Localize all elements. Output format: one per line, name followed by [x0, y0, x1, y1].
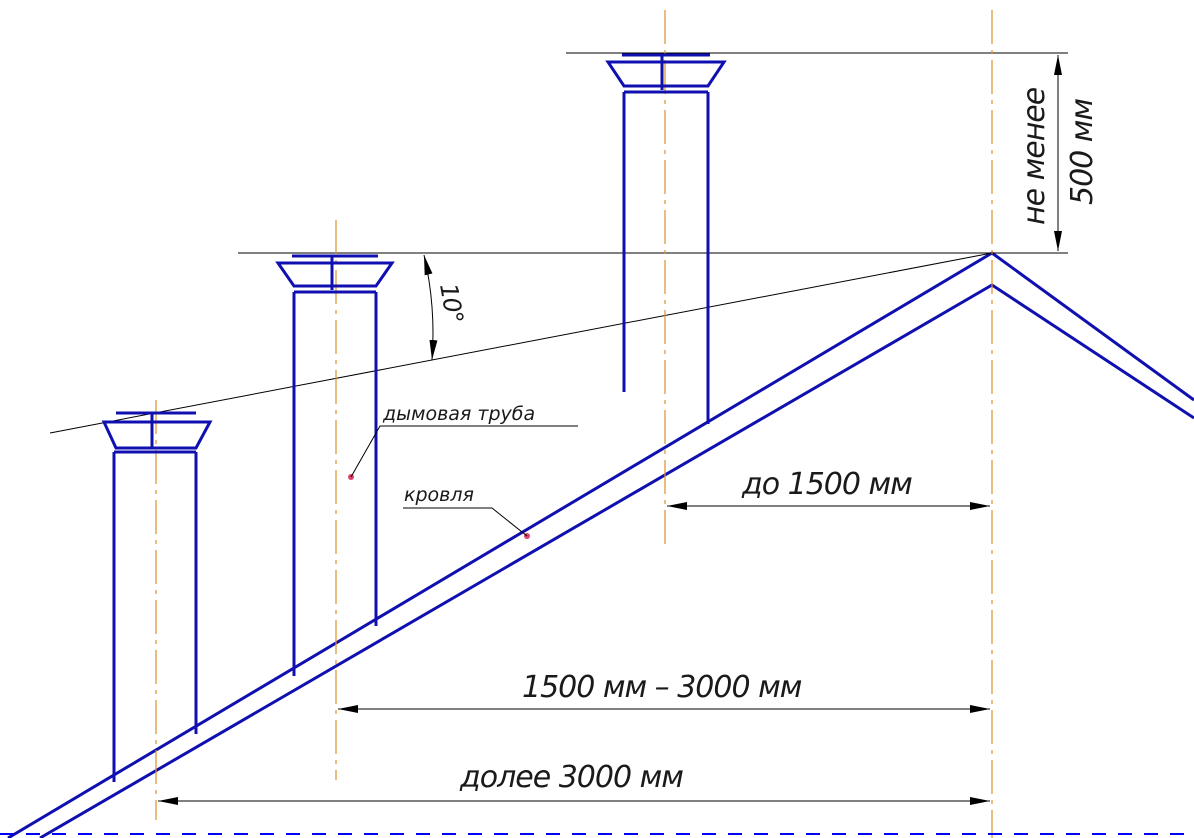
- reference-lines: [49, 52, 1068, 434]
- distance-1500-3000-label: 1500 мм – 3000 мм: [522, 670, 802, 705]
- distance-dimension-1500-3000: 1500 мм – 3000 мм: [338, 670, 990, 713]
- chimney-near-cap: [605, 60, 727, 88]
- distance-3000-label: долее 3000 мм: [459, 760, 683, 795]
- distance-1500-label: до 1500 мм: [741, 467, 912, 502]
- chimney-near: [605, 53, 727, 424]
- chimney-far: [101, 411, 213, 782]
- distance-dimension-3000: долее 3000 мм: [158, 760, 990, 805]
- angle-dimension: 10°: [423, 254, 469, 361]
- chimney-middle-cap: [275, 261, 395, 288]
- chimney-label: дымовая труба: [382, 403, 535, 425]
- angle-arc: [423, 254, 438, 361]
- center-axes: [155, 10, 993, 838]
- roof-inner-line: [39, 283, 1194, 838]
- roof-leader-line: [403, 507, 528, 537]
- height-dimension-label-2: 500 мм: [1065, 99, 1100, 205]
- chimney-leader-line: [350, 425, 578, 478]
- roof-leader: кровля: [403, 484, 530, 539]
- roof: [7, 251, 1194, 838]
- roof-label: кровля: [404, 484, 474, 506]
- height-dimension-label-1: не менее: [1017, 87, 1052, 225]
- chimney-leader: дымовая труба: [348, 403, 578, 480]
- chimney-middle: [275, 254, 395, 676]
- angle-label: 10°: [434, 281, 468, 325]
- distance-dimension-1500: до 1500 мм: [667, 467, 990, 510]
- roof-outer-line: [7, 251, 1194, 838]
- ten-degree-line: [49, 252, 993, 434]
- height-dimension: не менее 500 мм: [1017, 55, 1100, 251]
- chimney-far-cap: [101, 420, 213, 450]
